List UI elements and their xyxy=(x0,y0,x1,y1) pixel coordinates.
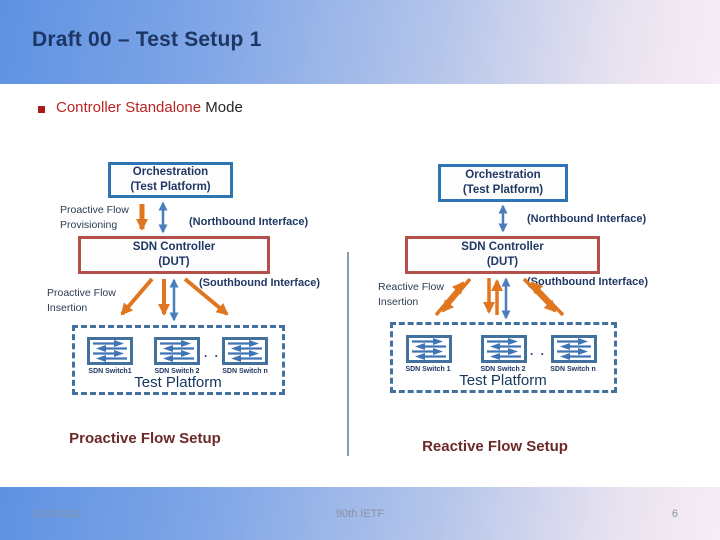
reactive-insertion-label: Reactive Flow Insertion xyxy=(378,281,444,308)
orchestration-label-line1: Orchestration xyxy=(465,168,541,181)
sdn-controller-label-line2: (DUT) xyxy=(486,256,519,268)
proactive-provisioning-label: Proactive Flow Provisioning xyxy=(60,204,129,231)
bullet-rest: Mode xyxy=(201,99,243,116)
footer-event: 90th IETF xyxy=(335,508,385,520)
test-platform-box-right xyxy=(390,322,617,393)
northbound-interface-label-left: (Northbound Interface) xyxy=(189,216,309,228)
footer-band xyxy=(0,487,720,540)
test-platform-label-right: Test Platform xyxy=(459,372,547,389)
sdn-controller-label-line1: SDN Controller xyxy=(132,240,216,253)
switch-2-left xyxy=(152,337,202,365)
sdn-controller-label-line2: (DUT) xyxy=(158,256,190,268)
footer-date: 1/10/2022 xyxy=(33,508,82,520)
switch-icon xyxy=(87,337,133,365)
slide-title: Draft 00 – Test Setup 1 xyxy=(32,28,262,51)
switch-2-label-right: SDN Switch 2 xyxy=(480,366,526,373)
northbound-interface-label-right: (Northbound Interface) xyxy=(527,213,647,225)
switch-n-left xyxy=(221,337,269,365)
switch-2-right xyxy=(480,335,528,363)
southbound-interface-label-left: (Southbound Interface) xyxy=(199,277,320,289)
orchestration-box-right: Orchestration (Test Platform) xyxy=(438,164,568,202)
orchestration-label-line2: (Test Platform) xyxy=(462,184,544,196)
proactive-insertion-label: Proactive Flow Insertion xyxy=(47,287,116,314)
switch-n-label-right: SDN Switch n xyxy=(550,366,596,373)
proactive-flow-setup-caption: Proactive Flow Setup xyxy=(69,430,221,447)
reactive-insertion-arrow-1-down xyxy=(441,277,472,313)
switch-icon xyxy=(154,337,200,365)
switch-n-label-left: SDN Switch n xyxy=(222,368,268,375)
switch-icon xyxy=(222,337,268,365)
test-platform-label-left: Test Platform xyxy=(134,374,222,391)
reactive-flow-setup-caption: Reactive Flow Setup xyxy=(422,438,568,455)
switch-1-left xyxy=(85,337,135,365)
orchestration-label-line1: Orchestration xyxy=(132,165,209,178)
switch-1-label-left: SDN Switch1 xyxy=(88,368,132,375)
bullet-item: Controller Standalone Mode xyxy=(56,99,243,116)
bullet-square-icon xyxy=(38,106,45,113)
southbound-interface-label-right: (Southbound Interface) xyxy=(527,276,648,288)
switch-ellipsis-right: . . xyxy=(530,344,547,358)
orchestration-box-left: Orchestration (Test Platform) xyxy=(108,162,233,198)
switch-1-label-right: SDN Switch 1 xyxy=(405,366,451,373)
switch-icon xyxy=(551,335,597,363)
orchestration-label-line2: (Test Platform) xyxy=(130,181,211,193)
switch-icon xyxy=(406,335,452,363)
bullet-highlight: Controller Standalone xyxy=(56,99,202,116)
proactive-insertion-arrow-1 xyxy=(120,277,154,316)
switch-2-label-left: SDN Switch 2 xyxy=(154,368,200,375)
sdn-controller-box-right: SDN Controller (DUT) xyxy=(405,236,600,274)
switch-n-right xyxy=(550,335,598,363)
test-platform-box-left xyxy=(72,325,285,395)
switch-icon xyxy=(481,335,527,363)
sdn-controller-box-left: SDN Controller (DUT) xyxy=(78,236,270,274)
switch-1-right xyxy=(405,335,453,363)
sdn-controller-label-line1: SDN Controller xyxy=(461,240,544,253)
switch-ellipsis-left: . . xyxy=(204,346,221,360)
header-band: Draft 00 – Test Setup 1 xyxy=(0,0,720,84)
footer-page-number: 6 xyxy=(671,508,678,520)
